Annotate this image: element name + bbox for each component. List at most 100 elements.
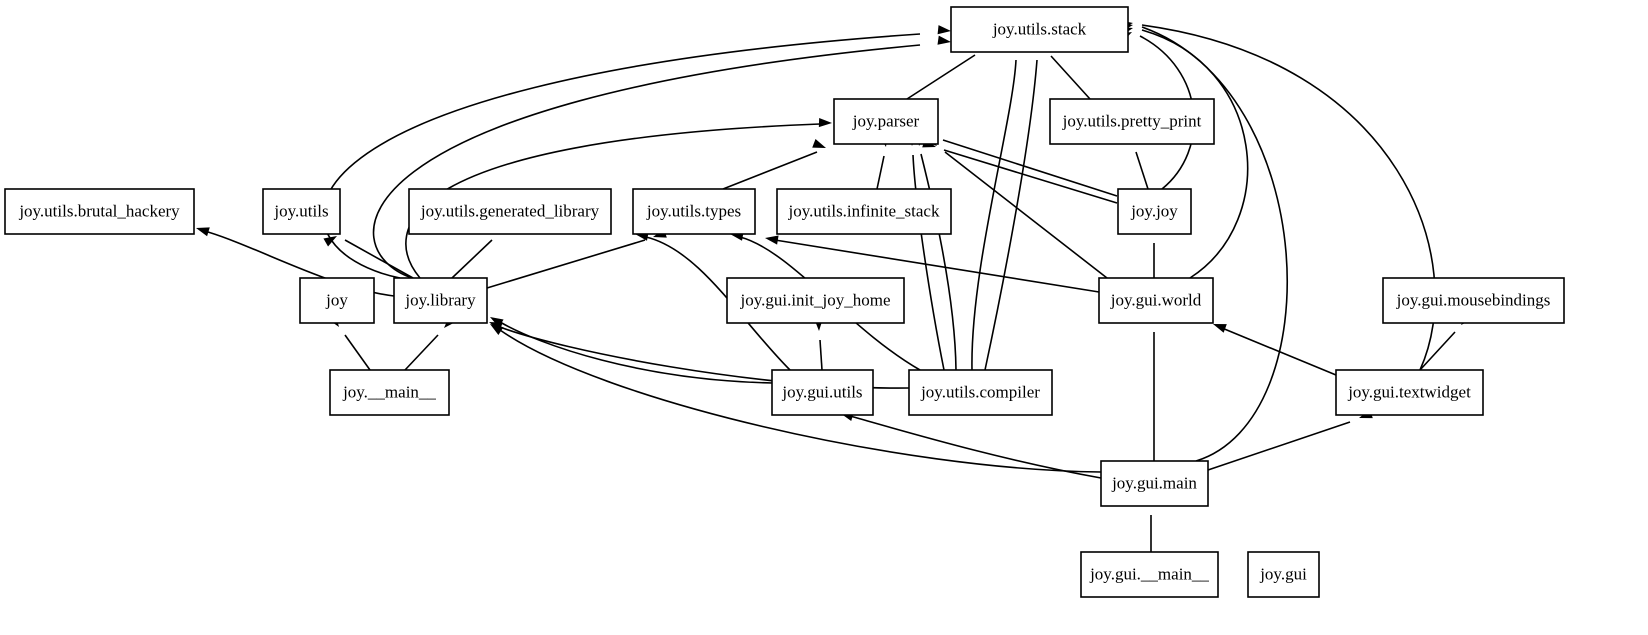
node-box[interactable] [833,98,939,145]
node-joy.utils.stack[interactable]: joy.utils.stack [950,6,1129,53]
arrow-head-icon [765,235,779,245]
node-label: joy.gui.init_joy_home [739,290,890,309]
arrow-head-icon [818,117,832,128]
node-joy.utils.brutal_hackery[interactable]: joy.utils.brutal_hackery [4,188,195,235]
node-joy.gui.init_joy_home[interactable]: joy.gui.init_joy_home [726,277,905,324]
node-box[interactable] [776,188,952,235]
edge-joy.utils.compiler-to-joy.parser [907,132,945,371]
edge-joy.library-to-joy.utils.stack [322,25,951,279]
arrow-head-icon [196,227,210,237]
edge-line [942,139,1118,197]
edge-line [906,54,976,100]
node-joy.gui[interactable]: joy.gui [1247,551,1320,598]
node-box[interactable] [1335,369,1484,416]
edge-line [1135,151,1149,190]
arrow-head-icon [937,35,951,45]
node-joy.joy[interactable]: joy.joy [1117,188,1192,235]
node-label: joy.utils [273,201,328,220]
nodes-layer: joy.utils.stack joy.parser joy.utils.prett… [4,6,1565,598]
edge-line [943,149,1118,204]
edge-joy.gui.main-to-joy.library [490,324,1102,473]
edge-line [1050,55,1091,100]
node-box[interactable] [1049,98,1215,145]
node-label: joy.gui.world [1110,290,1202,309]
node-label: joy.parser [852,111,920,130]
node-box[interactable] [632,188,756,235]
node-joy.utils.pretty_print[interactable]: joy.utils.pretty_print [1049,98,1215,145]
edge-joy.gui.main-to-joy.gui.world [1149,310,1159,461]
node-joy.gui.main[interactable]: joy.gui.main [1100,460,1209,507]
node-box[interactable] [1382,277,1565,324]
node-joy.utils[interactable]: joy.utils [262,188,341,235]
edge-joy.gui.utils-to-joy.gui.init_joy_home [813,317,824,371]
node-box[interactable] [299,277,375,324]
edge-line [819,339,823,371]
node-box[interactable] [1247,551,1320,598]
edge-line [1221,327,1337,376]
node-label: joy.utils.pretty_print [1062,111,1202,130]
edge-joy.gui.main-to-joy.utils.stack [1119,22,1288,462]
node-box[interactable] [771,369,874,416]
edge-line [912,154,945,371]
arrow-head-icon [1213,324,1227,333]
node-label: joy.joy [1130,201,1178,220]
node-box[interactable] [393,277,488,324]
node-label: joy [325,290,348,309]
node-joy.gui.__main__[interactable]: joy.gui.__main__ [1080,551,1219,598]
node-joy.utils.compiler[interactable]: joy.utils.compiler [908,369,1053,416]
node-box[interactable] [950,6,1129,53]
edge-line [876,155,885,190]
node-label: joy.gui.__main__ [1089,564,1209,583]
edge-line [722,151,818,190]
node-box[interactable] [908,369,1053,416]
node-box[interactable] [726,277,905,324]
node-label: joy.utils.generated_library [420,201,600,220]
node-joy.__main__[interactable]: joy.__main__ [329,369,450,416]
node-joy.gui.world[interactable]: joy.gui.world [1098,277,1214,324]
node-joy.utils.types[interactable]: joy.utils.types [632,188,756,235]
node-box[interactable] [408,188,612,235]
edge-line [1141,26,1288,462]
node-joy.utils.generated_library[interactable]: joy.utils.generated_library [408,188,612,235]
node-label: joy.gui.mousebindings [1396,290,1551,309]
node-joy.gui.utils[interactable]: joy.gui.utils [771,369,874,416]
node-box[interactable] [262,188,341,235]
node-box[interactable] [4,188,195,235]
edge-line [849,415,1102,479]
node-label: joy.utils.infinite_stack [788,201,940,220]
arrow-head-icon [812,139,826,148]
edge-line [499,321,773,384]
node-joy.parser[interactable]: joy.parser [833,98,939,145]
arrow-head-icon [937,25,951,35]
node-label: joy.library [404,290,476,309]
edge-line [971,59,1017,371]
node-label: joy.utils.stack [992,19,1087,38]
edge-line [499,329,1102,473]
node-joy[interactable]: joy [299,277,375,324]
node-joy.library[interactable]: joy.library [393,277,488,324]
edge-line [451,239,493,279]
node-joy.utils.infinite_stack[interactable]: joy.utils.infinite_stack [776,188,952,235]
edge-line [322,33,921,279]
node-joy.gui.textwidget[interactable]: joy.gui.textwidget [1335,369,1484,416]
node-joy.gui.mousebindings[interactable]: joy.gui.mousebindings [1382,277,1565,324]
edge-line [645,236,791,371]
node-label: joy.__main__ [342,382,436,401]
edge-joy.utils.types-to-joy.parser [722,139,826,190]
node-box[interactable] [1080,551,1219,598]
arrow-head-icon [323,236,337,247]
edge-joy.gui.main-to-joy.gui.utils [840,412,1102,479]
node-label: joy.utils.compiler [920,382,1040,401]
node-box[interactable] [1100,460,1209,507]
node-label: joy.gui.utils [781,382,862,401]
node-label: joy.gui.textwidget [1347,382,1471,401]
node-label: joy.gui [1259,564,1307,583]
node-box[interactable] [1098,277,1214,324]
edge-joy.library-to-joy.utils.stack [372,35,951,279]
edge-line [1207,421,1351,471]
edge-line [404,334,439,371]
node-box[interactable] [329,369,450,416]
edge-line [920,153,957,371]
node-box[interactable] [1117,188,1192,235]
